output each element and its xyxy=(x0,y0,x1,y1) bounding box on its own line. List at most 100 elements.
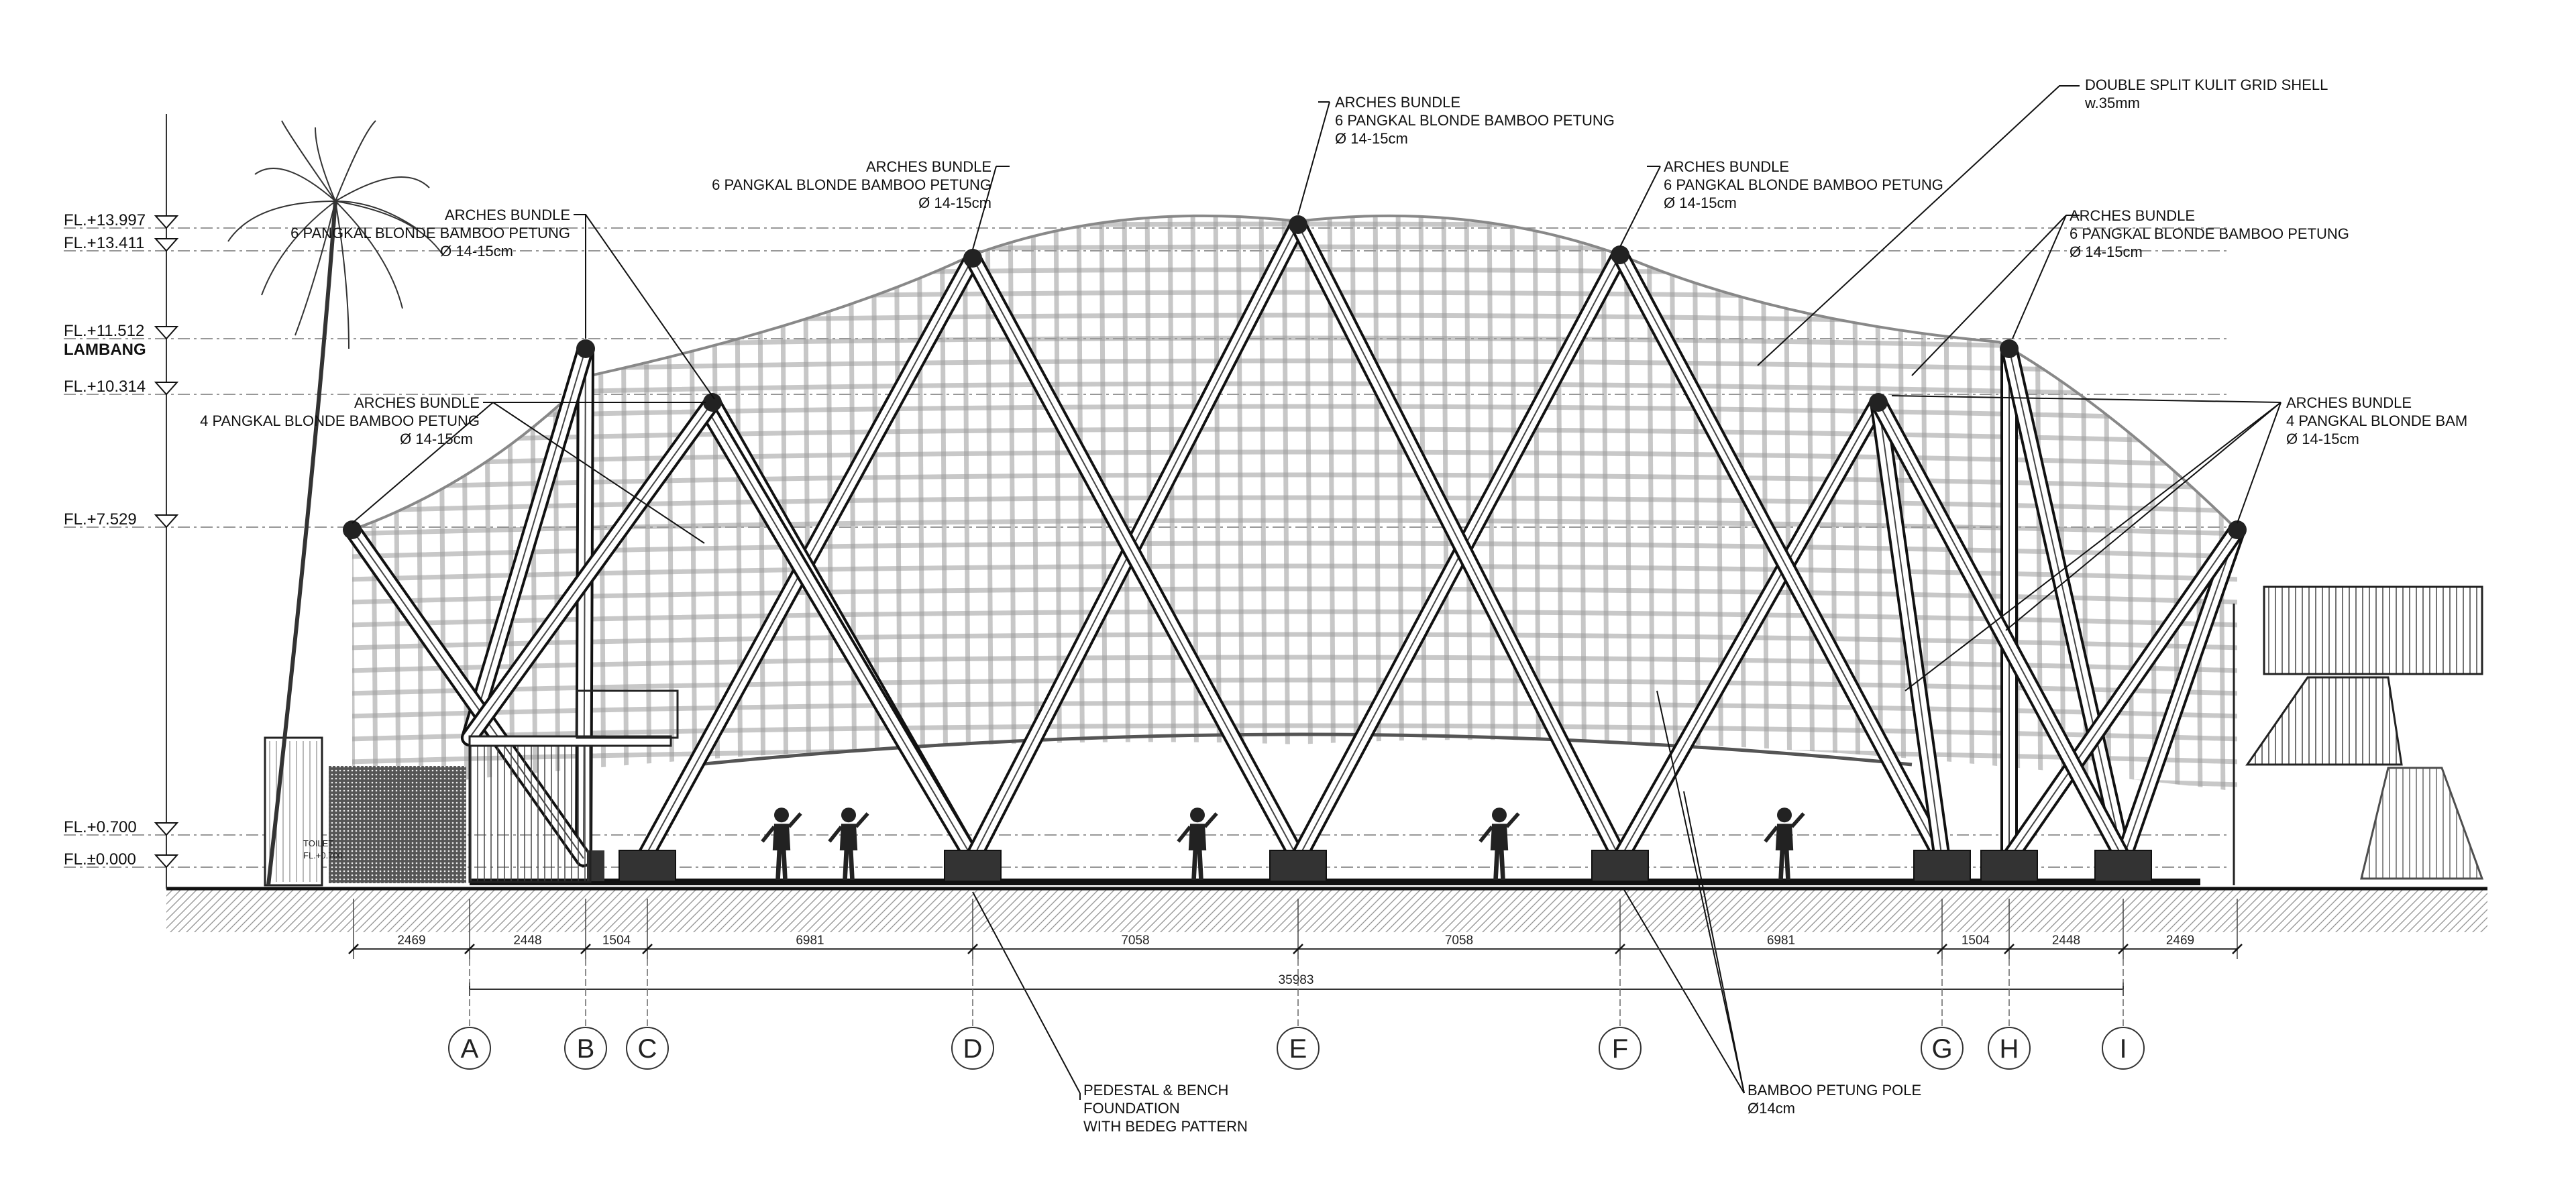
grid-axis-bubble: E xyxy=(1277,959,1320,1070)
leader-line xyxy=(574,214,586,339)
leader-line xyxy=(1757,85,2080,366)
arch-node xyxy=(2228,520,2247,539)
pedestal xyxy=(944,850,1002,882)
level-label: FL.+13.411 xyxy=(64,234,144,252)
annot-8-line1: ARCHES BUNDLE xyxy=(2286,394,2412,411)
grid-axis-bubble: C xyxy=(626,959,669,1070)
arch-node xyxy=(1611,245,1629,264)
dimension-value: 2469 xyxy=(2166,934,2194,948)
bamboo-pole xyxy=(1870,394,1951,867)
leader-line xyxy=(1297,101,1330,215)
grid-axis-bubble: H xyxy=(1988,959,2031,1070)
annot-3-line2: 6 PANGKAL BLONDE BAMBOO PETUNG xyxy=(712,176,991,193)
level-label: FL.+11.512 xyxy=(64,322,144,340)
pedestal xyxy=(1591,850,1649,882)
annotation-arches-3: ARCHES BUNDLE 6 PANGKAL BLONDE BAMBOO PE… xyxy=(712,158,991,211)
level-label: FL.±0.000 xyxy=(64,850,136,868)
annotation-pole: BAMBOO PETUNG POLE Ø14cm xyxy=(1748,1082,1921,1117)
grid-axis-label: D xyxy=(963,1034,983,1064)
leader-line xyxy=(1891,395,2282,403)
bamboo-poles xyxy=(343,215,2247,867)
arch-node xyxy=(1289,215,1307,234)
arch-node xyxy=(963,249,982,268)
leader-line xyxy=(1656,690,1745,1094)
arch-node xyxy=(2000,339,2019,358)
annot-6-line2: w.35mm xyxy=(2084,95,2140,111)
dimension-value: 2448 xyxy=(513,934,541,948)
level-label: FL.+13.997 xyxy=(64,211,146,229)
annot-7-line1: ARCHES BUNDLE xyxy=(2070,207,2195,224)
bamboo-pole xyxy=(2114,521,2246,867)
leader-line xyxy=(1619,166,1661,247)
annot-5-line2: 6 PANGKAL BLONDE BAMBOO PETUNG xyxy=(1664,176,1943,193)
leader-line xyxy=(1683,791,1745,1094)
annot-3-line3: Ø 14-15cm xyxy=(918,194,991,211)
grid-axis-label: A xyxy=(461,1034,479,1064)
annot-10-line1: BAMBOO PETUNG POLE xyxy=(1748,1082,1921,1099)
annot-9-line1: PEDESTAL & BENCH xyxy=(1083,1082,1228,1099)
level-marker: FL.+10.314 xyxy=(64,378,2227,396)
bamboo-pole xyxy=(1289,216,1629,867)
annot-1-line3: Ø 14-15cm xyxy=(440,243,513,260)
annot-5-line1: ARCHES BUNDLE xyxy=(1664,158,1789,175)
toilet-label: TOILET xyxy=(303,838,333,848)
annot-4-line2: 6 PANGKAL BLONDE BAMBOO PETUNG xyxy=(1335,112,1615,129)
annot-2-line2: 4 PANGKAL BLONDE BAMBOO PETUNG xyxy=(200,412,480,429)
leader-line xyxy=(492,402,705,544)
total-dimension-value: 35983 xyxy=(1279,973,1314,987)
level-label: FL.+7.529 xyxy=(64,510,137,528)
grid-axis-label: F xyxy=(1612,1034,1628,1064)
total-dimension: 35983 xyxy=(469,973,2124,996)
grid-axis-label: G xyxy=(1931,1034,1952,1064)
annot-1-line1: ARCHES BUNDLE xyxy=(445,207,570,223)
person-figure xyxy=(1177,807,1218,880)
dimension-value: 6981 xyxy=(1767,934,1795,948)
bamboo-pole xyxy=(461,340,594,746)
bamboo-pole xyxy=(2000,521,2246,867)
annotation-arches-7: ARCHES BUNDLE 6 PANGKAL BLONDE BAMBOO PE… xyxy=(2070,207,2349,260)
annot-3-line1: ARCHES BUNDLE xyxy=(866,158,991,175)
annot-8-line3: Ø 14-15cm xyxy=(2286,431,2359,447)
palm-tree xyxy=(227,120,443,886)
grid-axis-label: H xyxy=(2000,1034,2019,1064)
right-pavilion xyxy=(2233,585,2484,885)
person-figure xyxy=(761,807,802,880)
bamboo-pole xyxy=(1611,246,1951,867)
grid-axis-bubble: F xyxy=(1599,959,1642,1070)
dimension-value: 2469 xyxy=(397,934,425,948)
person-figure xyxy=(828,807,869,880)
ground-hatch xyxy=(166,889,2487,932)
grid-axis-bubble: A xyxy=(448,959,491,1070)
person-figure xyxy=(1479,807,1520,880)
bamboo-pole xyxy=(2000,340,2132,867)
bamboo-pole xyxy=(461,394,721,746)
arch-node xyxy=(343,520,362,539)
annotation-arches-4: ARCHES BUNDLE 6 PANGKAL BLONDE BAMBOO PE… xyxy=(1335,94,1615,147)
annotation-arches-5: ARCHES BUNDLE 6 PANGKAL BLONDE BAMBOO PE… xyxy=(1664,158,1943,211)
dimension-value: 1504 xyxy=(602,934,631,948)
leader-line xyxy=(585,214,715,400)
people-figures xyxy=(761,807,1805,880)
leader-line xyxy=(2012,215,2067,339)
annot-2-line1: ARCHES BUNDLE xyxy=(354,394,480,411)
level-label: FL.+0.700 xyxy=(64,818,137,836)
toilet-building: TOILET FL.+0.700 xyxy=(264,689,679,887)
annot-4-line3: Ø 14-15cm xyxy=(1335,130,1408,147)
toilet-level-label: FL.+0.700 xyxy=(303,850,343,860)
dimension-value: 7058 xyxy=(1445,934,1473,948)
dimension-value: 6981 xyxy=(796,934,824,948)
grid-axis-bubble: B xyxy=(564,959,607,1070)
pedestal xyxy=(1913,850,1971,882)
pedestal xyxy=(2094,850,2152,882)
bamboo-pole xyxy=(1870,394,2132,867)
pedestal xyxy=(1980,850,2038,882)
dimension-value: 1504 xyxy=(1962,934,1990,948)
arch-node xyxy=(576,339,595,358)
leader-line xyxy=(2005,402,2282,631)
annot-5-line3: Ø 14-15cm xyxy=(1664,194,1737,211)
arch-node xyxy=(1869,393,1888,412)
grid-axis-label: C xyxy=(638,1034,657,1064)
